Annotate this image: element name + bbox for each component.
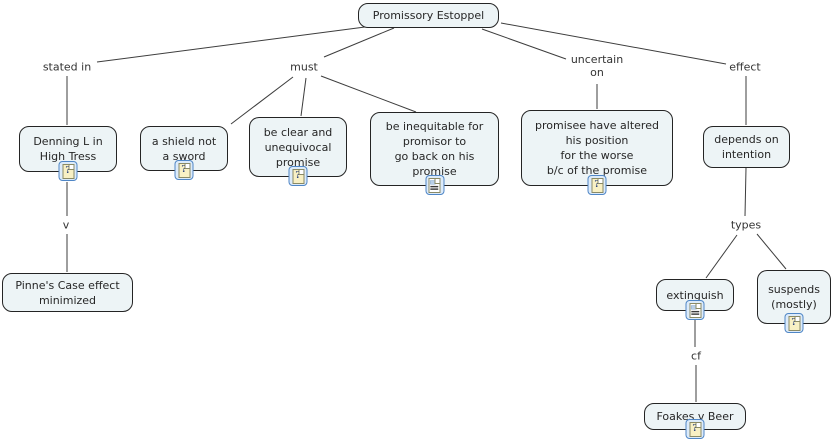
document-question-icon: ? (788, 315, 800, 331)
concept-label: be inequitable for promisor to go back o… (385, 120, 484, 178)
resource-link-icon-question[interactable]: ? (685, 419, 705, 439)
edge-types-extinguish (705, 234, 738, 279)
concept-promisee-altered-position[interactable]: promisee have altered his position for t… (521, 110, 673, 195)
document-text-image-icon (428, 177, 441, 193)
resource-link-icon-question[interactable]: ? (288, 166, 308, 186)
concept-promissory-estoppel[interactable]: Promissory Estoppel (358, 3, 499, 28)
document-text-image-icon (689, 302, 701, 318)
concept-inequitable-to-go-back[interactable]: be inequitable for promisor to go back o… (370, 112, 499, 195)
linking-phrase-stated-in[interactable]: stated in (42, 60, 92, 74)
resource-link-icon-question[interactable]: ? (174, 160, 194, 180)
edge-must-clear (300, 77, 307, 117)
concept-label: be clear and unequivocal promise (263, 125, 333, 169)
concept-label: Pinne's Case effect minimized (15, 278, 120, 307)
concept-suspends-mostly[interactable]: suspends (mostly) ? (757, 270, 831, 333)
concept-label: promisee have altered his position for t… (535, 119, 659, 177)
concept-denning-high-tress[interactable]: Denning L in High Tress ? (19, 126, 117, 181)
document-question-icon: ? (62, 163, 74, 179)
document-question-icon: ? (178, 162, 190, 178)
concept-label: suspends (mostly) (768, 283, 820, 311)
document-question-icon: ? (591, 177, 603, 193)
edge-root-stated-in (96, 26, 366, 63)
document-question-icon: ? (292, 168, 304, 184)
linking-phrase-cf[interactable]: cf (691, 349, 701, 363)
resource-link-icon-media[interactable] (685, 300, 705, 320)
edge-root-uncertain (481, 28, 567, 60)
linking-phrase-types[interactable]: types (730, 218, 762, 232)
resource-link-icon-question[interactable]: ? (784, 313, 804, 333)
concept-clear-unequivocal-promise[interactable]: be clear and unequivocal promise ? (249, 117, 347, 186)
concept-label: depends on intention (714, 133, 779, 161)
resource-link-icon-question[interactable]: ? (587, 175, 607, 195)
edge-must-shield (230, 76, 294, 125)
edge-depends-types (744, 167, 747, 217)
linking-phrase-v[interactable]: v (62, 218, 70, 232)
edge-must-inequitable (320, 75, 417, 113)
concept-shield-not-sword[interactable]: a shield not a sword ? (140, 126, 228, 180)
document-question-icon: ? (689, 421, 701, 437)
resource-link-icon-question[interactable]: ? (58, 161, 78, 181)
concept-label: Denning L in High Tress (33, 135, 103, 163)
edge-root-must (323, 27, 395, 58)
linking-phrase-uncertain-on[interactable]: uncertain on (570, 53, 624, 79)
concept-pinnes-case-minimized[interactable]: Pinne's Case effect minimized (2, 273, 133, 312)
concept-depends-on-intention[interactable]: depends on intention (703, 126, 790, 168)
concept-foakes-v-beer[interactable]: Foakes v Beer ? (644, 403, 746, 439)
concept-label: Foakes v Beer (656, 410, 734, 423)
edge-root-effect (500, 22, 727, 65)
concept-extinguish[interactable]: extinguish (656, 279, 734, 320)
linking-phrase-effect[interactable]: effect (729, 60, 761, 74)
resource-link-icon-media[interactable] (425, 175, 444, 195)
concept-label: extinguish (666, 288, 724, 302)
edge-types-suspends (756, 233, 787, 270)
linking-phrase-must[interactable]: must (290, 60, 318, 74)
concept-label: a shield not a sword (151, 134, 217, 163)
